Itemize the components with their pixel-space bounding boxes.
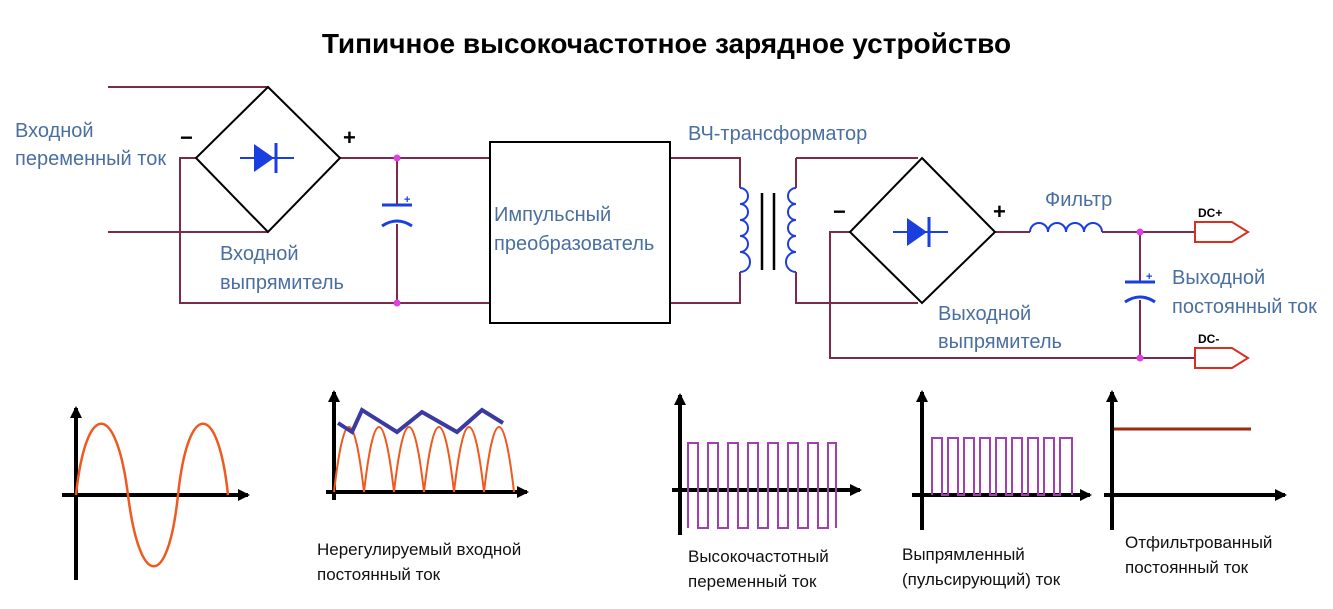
waveform-hf-ac — [672, 393, 862, 535]
output-diode-icon — [893, 217, 948, 247]
dc-output-label-line2: постоянный ток — [1172, 296, 1317, 318]
waveform-ac-sine — [62, 406, 250, 580]
diagram-title: Типичное высокочастотное зарядное устрой… — [321, 28, 1012, 59]
hf-transformer-icon — [739, 187, 797, 273]
waveform4-caption-line1: Выпрямленный — [902, 545, 1025, 564]
dc-plus-label: DC+ — [1198, 206, 1222, 220]
waveform-unregulated-dc — [326, 390, 529, 500]
dc-minus-label: DC- — [1198, 332, 1219, 346]
input-bridge-rectifier — [194, 85, 342, 234]
waveform-filtered-dc — [1104, 390, 1287, 530]
node-dot — [1136, 354, 1144, 362]
node-dot — [393, 299, 401, 307]
dc-minus-connector-icon — [1194, 347, 1250, 369]
ac-input-label-line2: переменный ток — [15, 148, 166, 170]
pulse-converter-block — [489, 141, 671, 324]
ac-input-label-line1: Входной — [15, 120, 94, 142]
waveform3-caption-line2: переменный ток — [688, 572, 817, 591]
converter-label-line2: преобразователь — [494, 233, 654, 255]
input-capacitor-icon — [381, 203, 413, 228]
output-rectifier-label-line2: выпрямитель — [938, 331, 1062, 353]
converter-label-line1: Импульсный — [494, 204, 611, 226]
dc-plus-connector-icon — [1194, 221, 1250, 243]
hf-transformer-label: ВЧ-трансформатор — [688, 123, 867, 145]
input-minus-sign: − — [180, 125, 193, 150]
input-cap-plus: + — [404, 194, 410, 206]
filter-inductor-icon — [1029, 222, 1105, 233]
input-wiring — [108, 86, 1195, 359]
input-plus-sign: + — [343, 125, 356, 150]
waveform5-caption-line2: постоянный ток — [1125, 558, 1249, 577]
input-rectifier-label-line2: выпрямитель — [220, 272, 344, 294]
waveform2-caption-line2: постоянный ток — [317, 565, 441, 584]
node-dot — [393, 154, 401, 162]
waveform-rectified — [912, 390, 1092, 530]
output-cap-plus: + — [1146, 271, 1152, 283]
waveform4-caption-line2: (пульсирующий) ток — [902, 570, 1061, 589]
input-diode-icon — [240, 143, 294, 173]
waveform2-caption-line1: Нерегулируемый входной — [317, 540, 521, 559]
output-plus-sign: + — [993, 199, 1006, 224]
output-minus-sign: − — [833, 199, 846, 224]
waveform5-caption-line1: Отфильтрованный — [1125, 533, 1272, 552]
output-capacitor-icon — [1124, 280, 1156, 304]
node-dot — [1136, 228, 1144, 236]
output-bridge-rectifier — [848, 156, 997, 305]
waveform3-caption-line1: Высокочастотный — [688, 547, 829, 566]
filter-label: Фильтр — [1045, 189, 1112, 211]
dc-output-label-line1: Выходной — [1172, 267, 1265, 289]
output-rectifier-label-line1: Выходной — [938, 303, 1031, 325]
input-rectifier-label-line1: Входной — [220, 243, 299, 265]
